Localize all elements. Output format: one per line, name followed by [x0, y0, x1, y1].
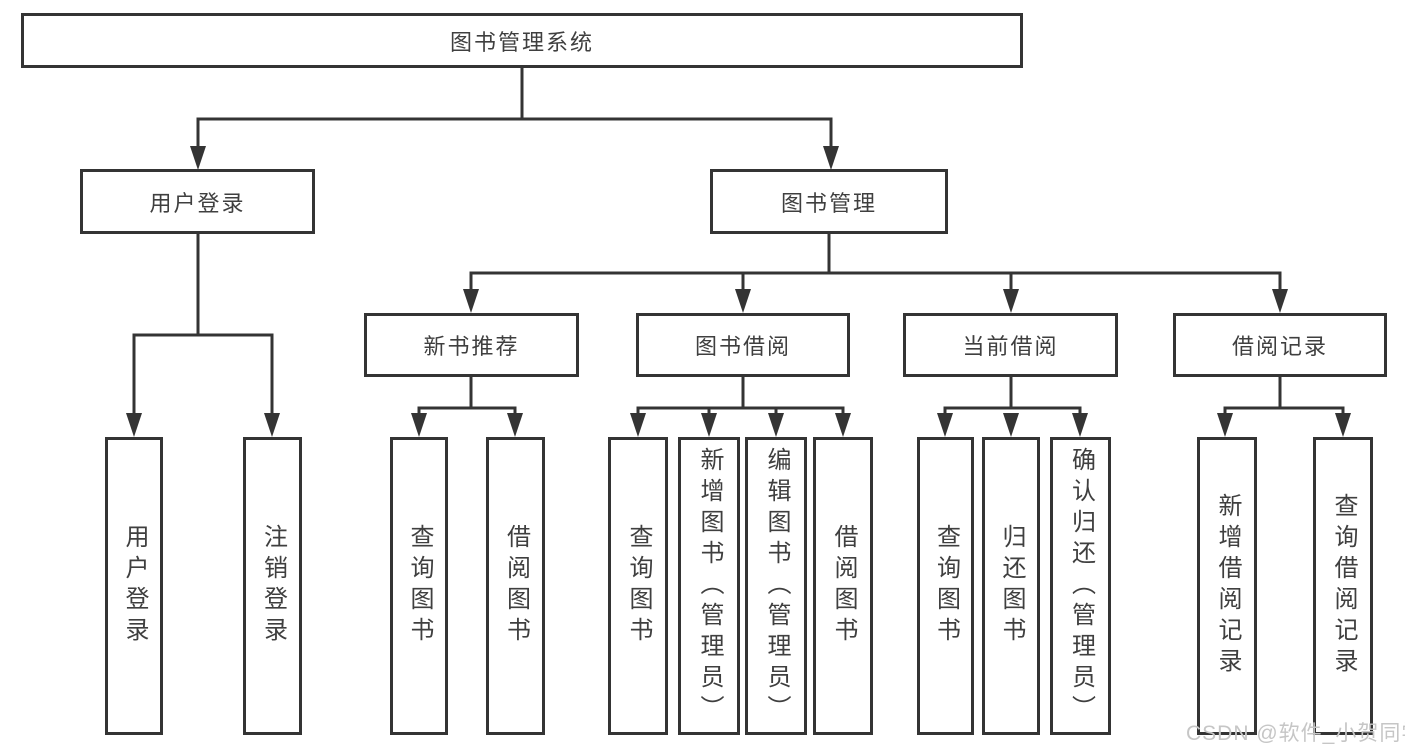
node-current-borrowing: 当前借阅 [903, 313, 1118, 377]
arrowheads [126, 146, 1351, 437]
node-borrow-records-label: 借阅记录 [1231, 334, 1328, 359]
node-current-borrowing-label: 当前借阅 [962, 334, 1059, 359]
node-user-login-label: 用户登录 [149, 190, 246, 216]
leaf-confirm-return-admin-label: 确认归还（管理员） [1067, 446, 1095, 726]
node-book-management-label: 图书管理 [780, 190, 877, 216]
leaf-borrow-books-1-label: 借阅图书 [502, 524, 530, 648]
leaf-edit-books-admin-label: 编辑图书（管理员） [763, 446, 790, 726]
leaf-query-books-1: 查询图书 [390, 437, 448, 735]
leaf-query-books-1-label: 查询图书 [406, 524, 433, 648]
node-library-system: 图书管理系统 [21, 13, 1023, 68]
leaf-query-books-2: 查询图书 [608, 437, 668, 735]
leaf-user-login-label: 用户登录 [121, 524, 148, 648]
leaf-add-books-admin: 新增图书（管理员） [678, 437, 740, 735]
leaf-confirm-return-admin: 确认归还（管理员） [1050, 437, 1111, 735]
leaf-add-borrow-record-label: 新增借阅记录 [1214, 493, 1241, 679]
leaf-borrow-books-2: 借阅图书 [813, 437, 873, 735]
node-user-login: 用户登录 [80, 169, 315, 234]
node-book-borrowing: 图书借阅 [636, 313, 850, 377]
leaf-add-books-admin-label: 新增图书（管理员） [696, 446, 723, 726]
node-new-book-recommend-label: 新书推荐 [423, 334, 520, 359]
node-library-system-label: 图书管理系统 [449, 29, 594, 55]
node-borrow-records: 借阅记录 [1173, 313, 1387, 377]
leaf-query-books-2-label: 查询图书 [625, 524, 652, 648]
csdn-watermark: CSDN @软件_小贺同学 [1186, 722, 1405, 745]
node-book-borrowing-label: 图书借阅 [694, 334, 791, 359]
leaf-borrow-books-2-label: 借阅图书 [830, 524, 857, 648]
leaf-query-books-3-label: 查询图书 [932, 524, 960, 648]
leaf-edit-books-admin: 编辑图书（管理员） [745, 437, 807, 735]
leaf-return-books-label: 归还图书 [998, 524, 1025, 648]
leaf-logout: 注销登录 [243, 437, 302, 735]
leaf-add-borrow-record: 新增借阅记录 [1197, 437, 1257, 735]
leaf-user-login: 用户登录 [105, 437, 163, 735]
leaf-query-borrow-record-label: 查询借阅记录 [1330, 493, 1357, 679]
leaf-logout-label: 注销登录 [259, 524, 287, 648]
leaf-query-books-3: 查询图书 [917, 437, 974, 735]
node-new-book-recommend: 新书推荐 [364, 313, 579, 377]
leaf-query-borrow-record: 查询借阅记录 [1313, 437, 1373, 735]
leaf-return-books: 归还图书 [982, 437, 1040, 735]
node-book-management: 图书管理 [710, 169, 948, 234]
leaf-borrow-books-1: 借阅图书 [486, 437, 545, 735]
